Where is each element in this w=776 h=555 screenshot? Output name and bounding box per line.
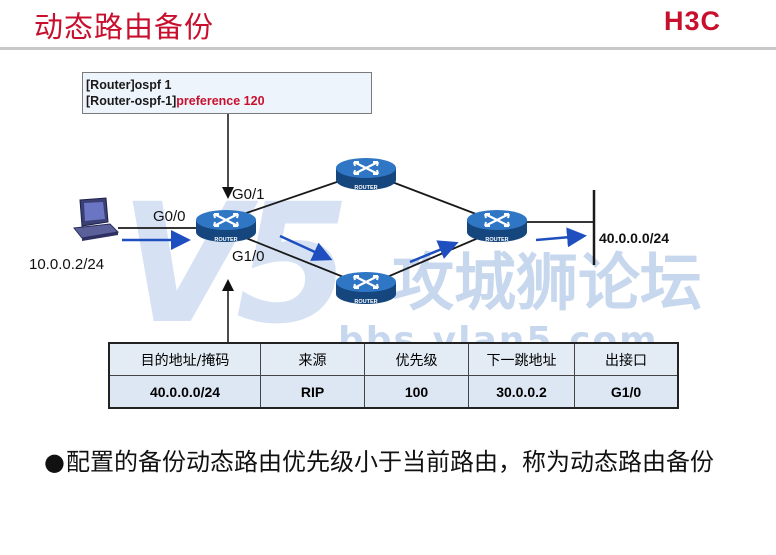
col-header-destination: 目的地址/掩码 (108, 342, 261, 376)
config-line-2-prefix: [Router-ospf-1] (86, 94, 177, 108)
destination-network-label: 40.0.0.0/24 (599, 230, 670, 246)
router-r2-label: ROUTER (354, 185, 377, 191)
cell-next-hop: 30.0.0.2 (468, 375, 575, 409)
router-r1-label: ROUTER (214, 237, 237, 243)
col-header-out-interface: 出接口 (574, 342, 679, 376)
routing-table-header-row: 目的地址/掩码 来源 优先级 下一跳地址 出接口 (108, 342, 679, 376)
config-line-1: [Router]ospf 1 (86, 78, 172, 92)
cell-preference: 100 (364, 375, 469, 409)
cell-destination: 40.0.0.0/24 (108, 375, 261, 409)
routing-table: 目的地址/掩码 来源 优先级 下一跳地址 出接口 40.0.0.0/24 RIP… (108, 342, 679, 409)
host-ip-label: 10.0.0.2/24 (29, 256, 105, 273)
host-pc-icon (73, 197, 120, 241)
router-r4: ROUTER (465, 208, 529, 244)
col-header-source: 来源 (260, 342, 365, 376)
cell-source: RIP (260, 375, 365, 409)
col-header-next-hop: 下一跳地址 (468, 342, 575, 376)
cell-out-interface: G1/0 (574, 375, 679, 409)
router-r2: ROUTER (334, 156, 398, 192)
table-row: 40.0.0.0/24 RIP 100 30.0.0.2 G1/0 (108, 375, 679, 409)
title-divider (0, 47, 776, 50)
arrow-r3-to-r4 (409, 240, 459, 264)
config-command-box: [Router]ospf 1 [Router-ospf-1]preference… (82, 72, 372, 114)
arrow-r1-to-r3 (279, 234, 333, 261)
h3c-logo: H3C (664, 6, 722, 36)
config-line-2-highlight: preference 120 (176, 94, 265, 108)
col-header-preference: 优先级 (364, 342, 469, 376)
router-r1: ROUTER (194, 208, 258, 244)
interface-g10-label: G1/0 (232, 248, 265, 265)
slide-title: 动态路由备份 (34, 10, 215, 44)
router-r3: ROUTER (334, 270, 398, 306)
router-r4-label: ROUTER (485, 237, 508, 243)
interface-g00-label: G0/0 (153, 208, 186, 225)
traffic-arrows (122, 227, 587, 264)
arrow-r4-to-net (535, 227, 587, 248)
bullet-text: 配置的备份动态路由优先级小于当前路由，称为动态路由备份 (66, 448, 714, 476)
bullet-dot-icon: ● (44, 448, 65, 476)
config-line-2: [Router-ospf-1]preference 120 (86, 93, 371, 109)
bullet-point: ● 配置的备份动态路由优先级小于当前路由，称为动态路由备份 (44, 444, 746, 480)
interface-g01-label: G0/1 (232, 186, 265, 203)
router-r3-label: ROUTER (354, 299, 377, 305)
